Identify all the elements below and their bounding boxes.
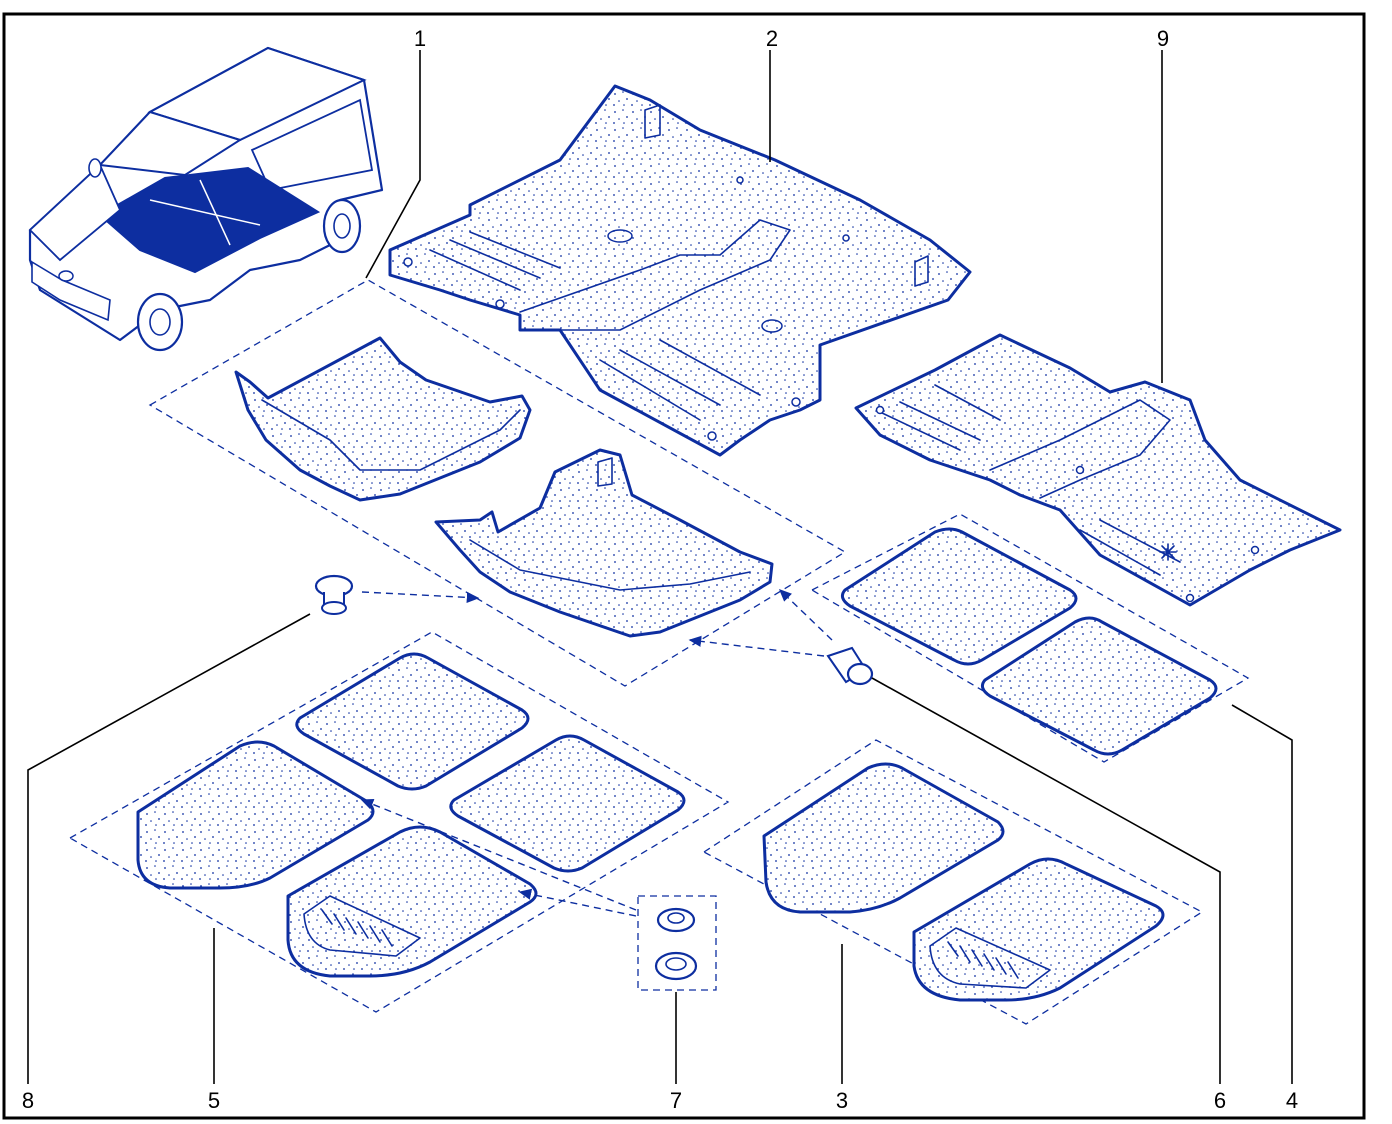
part-2-drain-hole [761, 319, 783, 333]
part-4-group-outline [810, 513, 1250, 763]
part-9-star-mark [1159, 543, 1177, 561]
vehicle-highlighted-floor [98, 166, 321, 274]
part-8-assembly-arrow [361, 591, 480, 604]
part-7-grommet-lower [654, 951, 698, 981]
vehicle-windshield [97, 110, 243, 177]
vehicle-hood [28, 163, 122, 262]
part-6-assembly-arrow-up [778, 589, 833, 641]
callout-9: 9 [1157, 26, 1169, 51]
part-2-drain-hole [607, 229, 633, 243]
part-9-fixing-hole [1185, 593, 1195, 603]
vehicle-logo-icon [58, 270, 74, 282]
part-3-mat-right [912, 857, 1165, 1002]
part-1-right-piece-tab [597, 457, 613, 487]
part-2-seat-rail-left [429, 231, 561, 291]
part-9-outline [854, 333, 1342, 607]
part-8-fastener-knob [314, 574, 354, 615]
part-3-heel-pad-ribs [947, 941, 1019, 979]
part-2-rear-tab [644, 104, 929, 287]
part-4-mat-upper [840, 527, 1078, 666]
callout-7: 7 [670, 1088, 682, 1113]
part-3-mat-left [762, 762, 1005, 914]
part-9-rear-floor-carpet [854, 333, 1342, 607]
part-5-heel-pad-ribs [321, 909, 393, 947]
vehicle-floor-detail-line [149, 199, 261, 226]
part-9-fixing-hole [875, 405, 885, 415]
leader-line-4 [1231, 704, 1293, 1084]
callout-4: 4 [1286, 1088, 1298, 1113]
callout-2: 2 [766, 26, 778, 51]
part-9-seat-rails [879, 384, 1181, 576]
vehicle-rear-wheel-hub [333, 213, 351, 239]
part-1-right-piece-fold [469, 539, 751, 591]
part-2-tunnel [519, 219, 791, 331]
callout-6: 6 [1214, 1088, 1226, 1113]
vehicle-front-wheel-hub [149, 308, 171, 336]
part-1-right-piece-outline [434, 448, 774, 638]
part-1-front-carpet-right [434, 448, 774, 638]
part-6-assembly-arrow-left [688, 635, 825, 657]
part-1-left-piece-fold [261, 399, 521, 471]
part-2-fixing-hole [791, 397, 801, 407]
part-1-front-carpet-left [234, 336, 532, 502]
vehicle-side-window [250, 98, 374, 192]
part-7-group-outline [637, 895, 717, 991]
part-3-heel-pad [929, 927, 1051, 989]
diagram-frame [2, 12, 1366, 1120]
part-7-assembly-arrow-lower [518, 888, 637, 917]
part-2-main-floor-carpet [388, 84, 972, 457]
part-9-fixing-hole [1075, 465, 1085, 475]
part-6-clip [826, 646, 874, 686]
part-5-mat-left [136, 740, 375, 890]
part-8-knob-base [321, 601, 347, 615]
part-2-fixing-hole [736, 176, 744, 184]
part-4-mat-lower [980, 616, 1218, 756]
part-5-mat-bottom [286, 825, 538, 978]
leader-line-8 [27, 613, 311, 1084]
part-1-left-piece-outline [234, 336, 532, 502]
part-2-seat-rail-right [599, 339, 761, 421]
leader-line-1 [365, 50, 421, 279]
part-2-fixing-hole [403, 257, 413, 267]
part-7-grommet-upper [656, 907, 696, 933]
part-9-tunnel [989, 399, 1171, 499]
leader-line-6 [871, 677, 1221, 1084]
part-2-fixing-hole [842, 234, 850, 242]
part-2-fixing-hole [707, 431, 717, 441]
part-2-fixing-hole [495, 299, 505, 309]
callout-8: 8 [22, 1088, 34, 1113]
part-2-outline [388, 84, 972, 457]
vehicle-side-mirror [88, 158, 102, 178]
callout-5: 5 [208, 1088, 220, 1113]
part-6-clip-head [846, 662, 874, 686]
vehicle-illustration [28, 46, 384, 352]
callout-1: 1 [414, 26, 426, 51]
callout-3: 3 [836, 1088, 848, 1113]
part-5-mat-middle-right [449, 734, 686, 873]
part-7-assembly-arrow-upper [360, 798, 637, 911]
part-9-fixing-hole [1250, 545, 1260, 555]
part-5-mat-top [295, 652, 530, 791]
part-5-group-outline [68, 631, 730, 1013]
vehicle-floor-detail-line [199, 179, 231, 246]
part-5-heel-pad [303, 895, 421, 957]
